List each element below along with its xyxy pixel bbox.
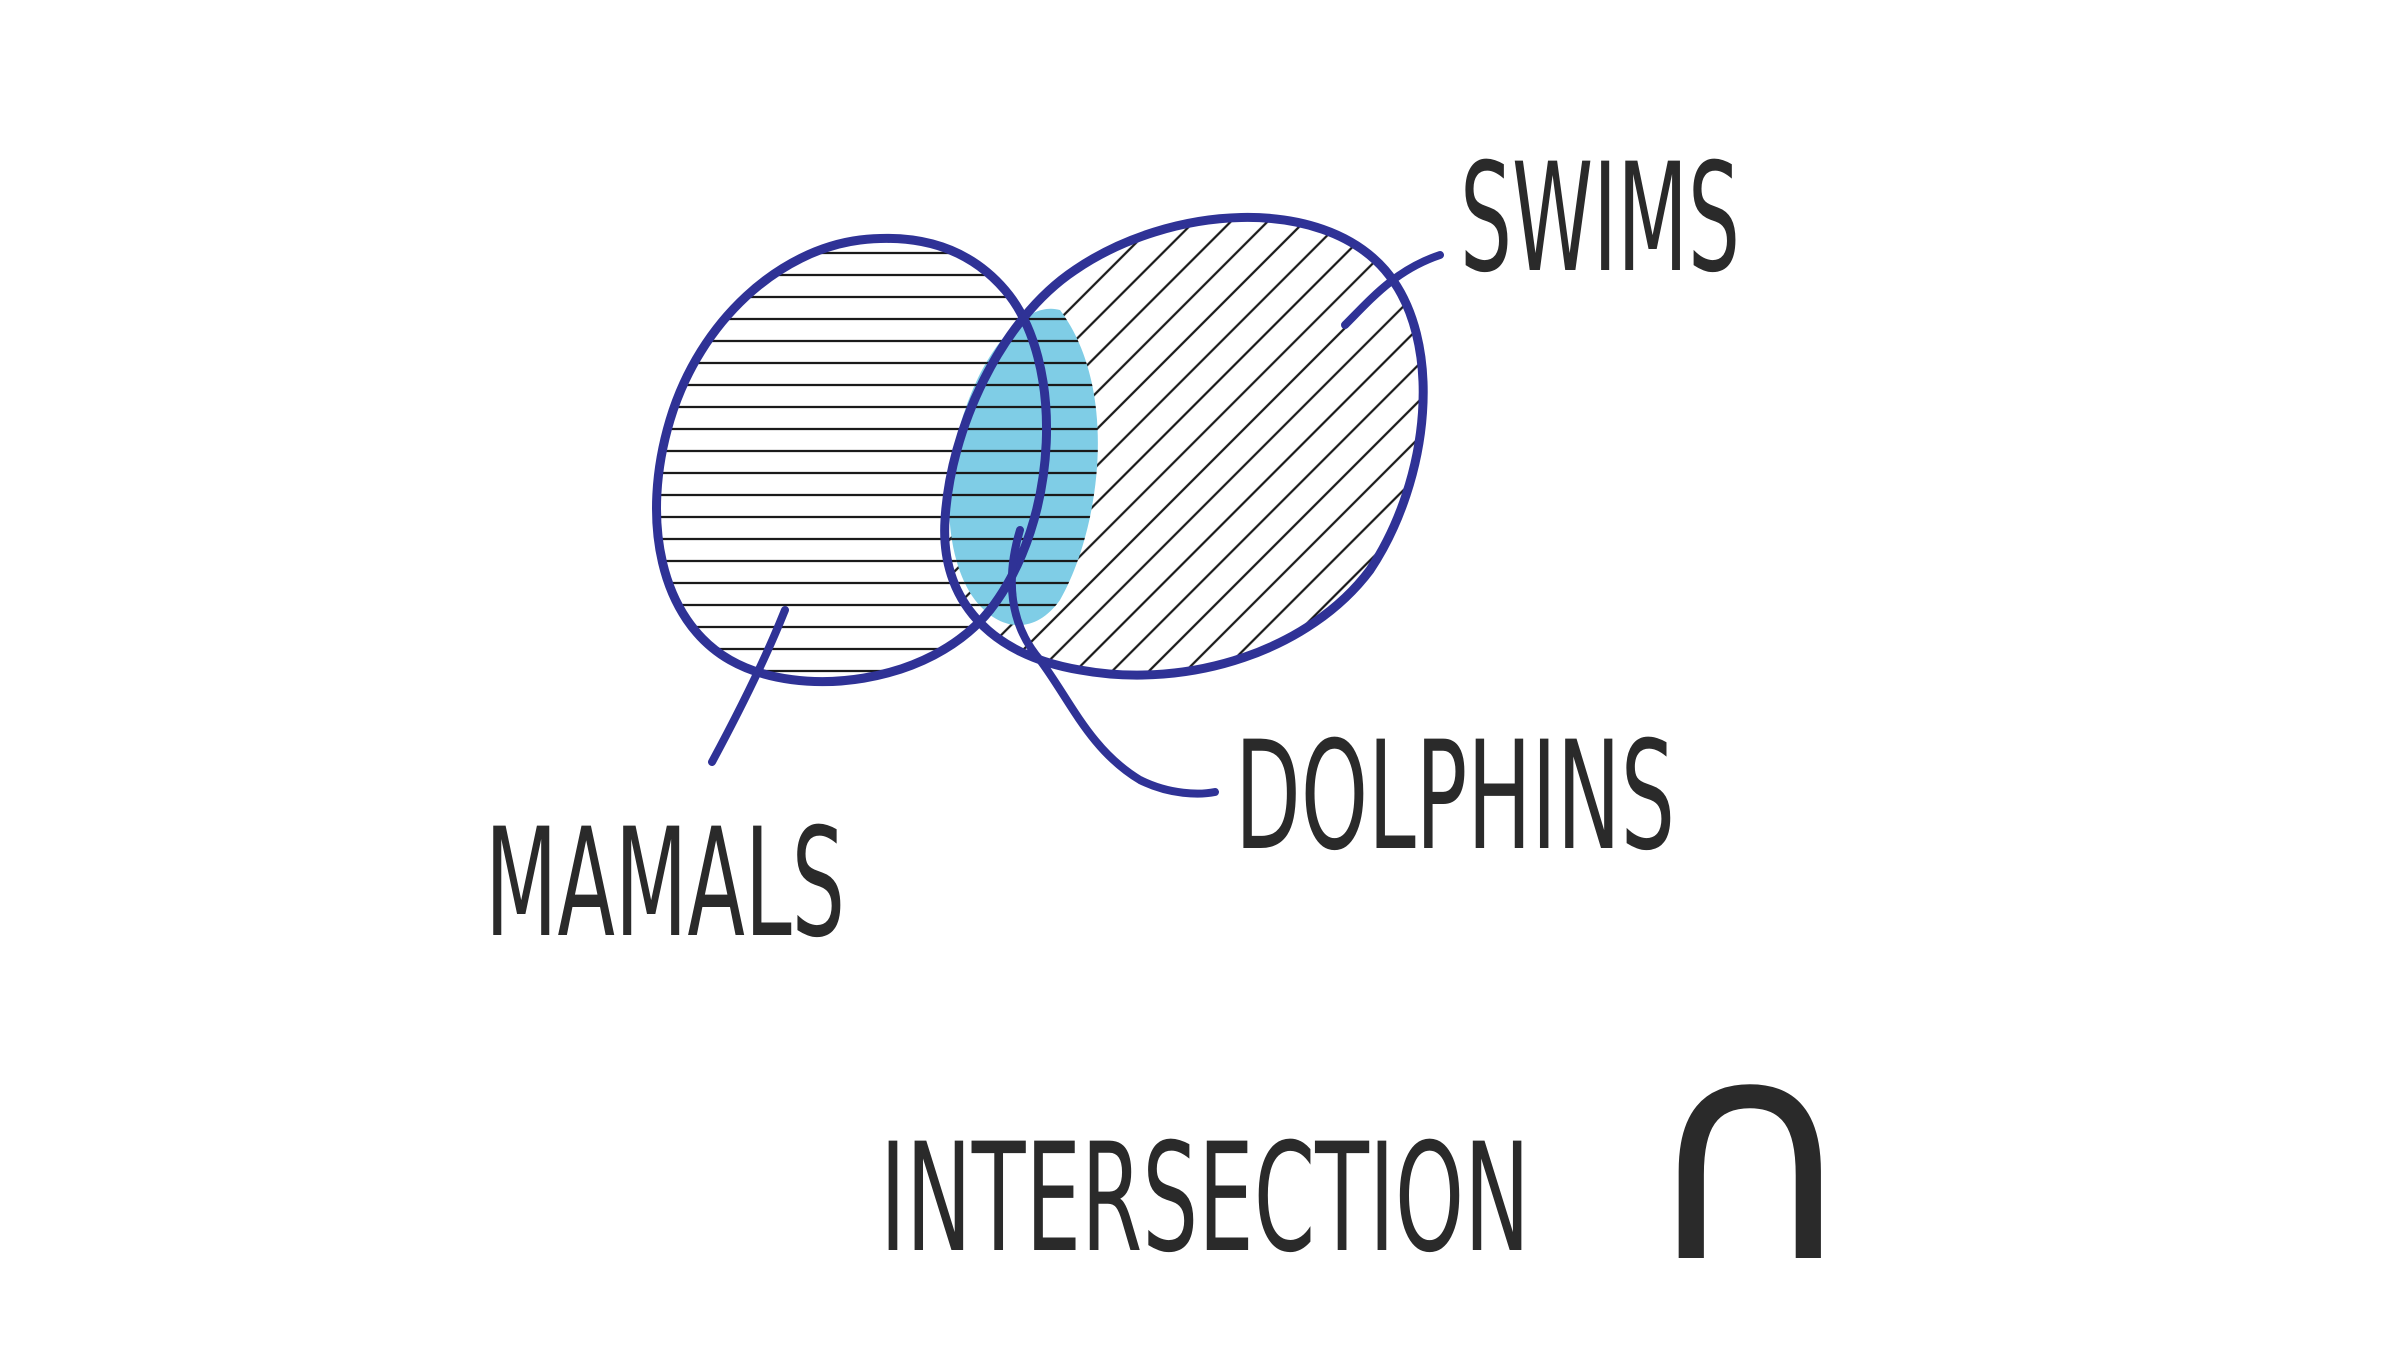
swims-circle	[940, 213, 1428, 680]
swims-label: SWIMS	[1460, 132, 1740, 306]
mammals-label: MAMALS	[485, 797, 845, 971]
mammals-pointer	[708, 606, 789, 766]
intersection-symbol: ∩	[1640, 980, 1860, 1329]
intersection-caption: INTERSECTION	[880, 1112, 1530, 1286]
dolphins-label: DOLPHINS	[1235, 710, 1675, 884]
dolphins-pointer	[1007, 526, 1219, 798]
swims-pointer	[1341, 251, 1444, 329]
mammals-circle	[652, 233, 1052, 686]
